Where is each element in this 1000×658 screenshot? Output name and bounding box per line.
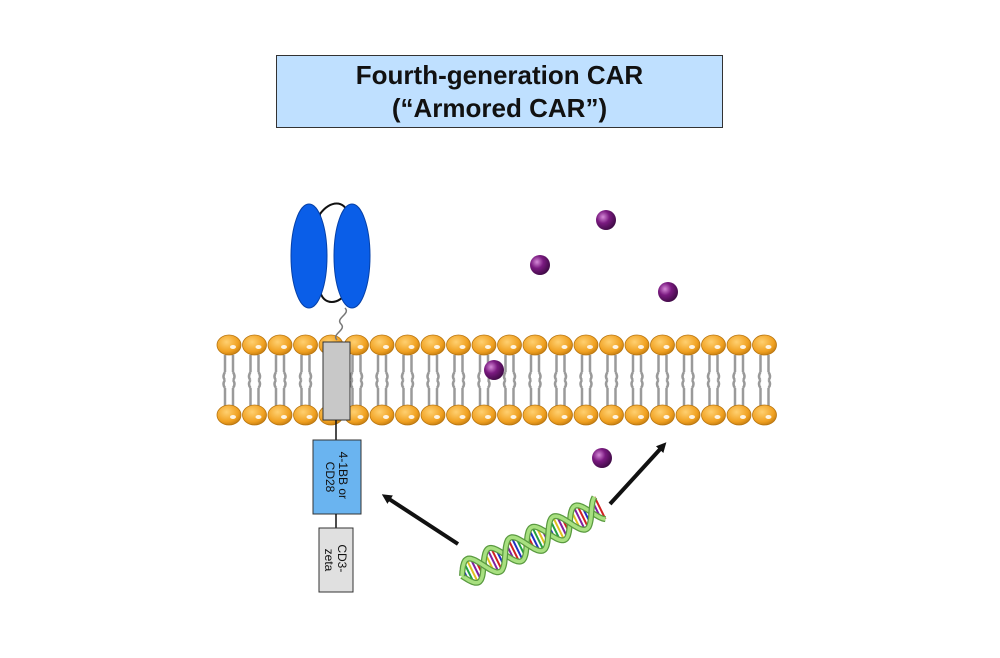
- lipid-head: [293, 334, 318, 356]
- phospholipid: [522, 334, 548, 426]
- phospholipid: [497, 334, 522, 426]
- lipid-head: [573, 334, 599, 356]
- title-line-2: (“Armored CAR”): [391, 92, 608, 123]
- lipid-head: [599, 334, 624, 356]
- lipid-head: [675, 404, 701, 426]
- title-line-1: Fourth-generation CAR: [355, 59, 644, 90]
- cytokine-particle-icon: [596, 210, 616, 230]
- title-box: Fourth-generation CAR (“Armored CAR”): [276, 55, 723, 128]
- lipid-head: [726, 334, 752, 356]
- lipid-head: [242, 334, 267, 356]
- lipid-head: [497, 404, 522, 426]
- costim-label-2: CD28: [323, 462, 337, 493]
- cd3-label-2: zeta: [322, 549, 336, 572]
- lipid-head: [293, 404, 318, 426]
- lipid-head: [267, 404, 293, 426]
- lipid-head: [395, 404, 420, 426]
- phospholipid: [242, 334, 267, 426]
- base-pair: [531, 526, 545, 551]
- lipid-head: [522, 334, 548, 356]
- lipid-head: [701, 334, 726, 356]
- base-pair: [486, 548, 500, 573]
- phospholipid: [267, 334, 293, 426]
- arrow-icon: [608, 442, 667, 506]
- lipid-head: [752, 334, 777, 356]
- lipid-head: [369, 334, 395, 356]
- lipid-head: [650, 404, 675, 426]
- base-pair: [572, 506, 586, 531]
- lipid-head: [267, 334, 293, 356]
- lipid-bilayer: [216, 334, 777, 426]
- lipid-head: [242, 404, 267, 426]
- transmembrane-domain: [322, 341, 351, 421]
- lipid-head: [522, 404, 548, 426]
- lipid-head: [650, 334, 675, 356]
- phospholipid: [701, 334, 726, 426]
- lipid-head: [446, 404, 471, 426]
- base-pair: [465, 558, 479, 583]
- lipid-head: [624, 404, 650, 426]
- cytokine-particle-icon: [592, 448, 612, 468]
- lipid-head: [216, 334, 242, 356]
- phospholipid: [446, 334, 471, 426]
- lipid-head: [420, 334, 446, 356]
- base-pair: [593, 496, 607, 520]
- costimulatory-domain: 4-1BB or CD28: [312, 439, 362, 515]
- lipid-head: [369, 404, 395, 426]
- phospholipid: [471, 334, 497, 426]
- phospholipid: [216, 334, 242, 426]
- lipid-head: [752, 404, 777, 426]
- base-pair: [576, 504, 590, 529]
- phospholipid: [573, 334, 599, 426]
- cytokine-particle-icon: [530, 255, 550, 275]
- svg-text:CD3- zeta: CD3- zeta: [322, 544, 349, 575]
- base-pair: [551, 516, 566, 541]
- base-pair: [490, 547, 503, 571]
- lipid-head: [548, 334, 573, 356]
- phospholipid: [420, 334, 446, 426]
- cytokine-particle-icon: [484, 360, 504, 380]
- lipid-head: [471, 404, 497, 426]
- lipid-head: [701, 404, 726, 426]
- phospholipid: [675, 334, 701, 426]
- lipid-head: [573, 404, 599, 426]
- cytokine-particles: [484, 210, 678, 468]
- lipid-head: [675, 334, 701, 356]
- phospholipid: [650, 334, 675, 426]
- lipid-head: [395, 334, 420, 356]
- dna-backbone: [460, 496, 597, 577]
- cytokine-particle-icon: [658, 282, 678, 302]
- dna-helix-icon: [459, 495, 607, 586]
- cd3-label-1: CD3-: [335, 544, 349, 572]
- cd3-zeta-domain: CD3- zeta: [318, 527, 354, 593]
- lipid-head: [497, 334, 522, 356]
- lipid-head: [726, 404, 752, 426]
- lipid-head: [420, 404, 446, 426]
- lipid-head: [471, 334, 497, 356]
- lipid-head: [599, 404, 624, 426]
- phospholipid: [752, 334, 777, 426]
- lipid-head: [624, 334, 650, 356]
- phospholipid: [369, 334, 395, 426]
- lipid-head: [548, 404, 573, 426]
- lipid-head: [216, 404, 242, 426]
- lipid-head: [446, 334, 471, 356]
- phospholipid: [548, 334, 573, 426]
- phospholipid: [293, 334, 318, 426]
- phospholipid: [624, 334, 650, 426]
- costim-label-1: 4-1BB or: [336, 452, 350, 499]
- phospholipid: [726, 334, 752, 426]
- phospholipid: [599, 334, 624, 426]
- phospholipid: [395, 334, 420, 426]
- base-pair: [510, 536, 524, 561]
- base-pair: [507, 538, 521, 563]
- svg-text:4-1BB or CD28: 4-1BB or CD28: [323, 452, 350, 503]
- arrow-icon: [381, 494, 460, 546]
- scfv-antibody-icon: [290, 202, 371, 341]
